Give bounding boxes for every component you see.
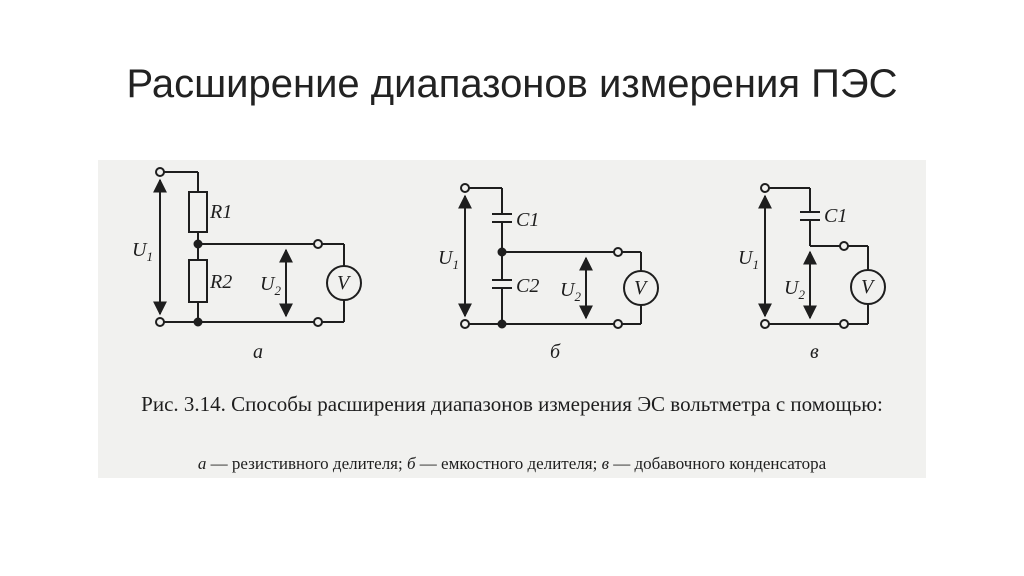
r1-label: R1 bbox=[209, 201, 232, 223]
caption-text-b: — емкостного делителя; bbox=[415, 454, 602, 473]
output-terminal-top bbox=[313, 239, 323, 249]
caption-letter-b: б bbox=[406, 454, 416, 473]
slide-title: Расширение диапазонов измерения ПЭС bbox=[126, 62, 898, 106]
c1-label: C1 bbox=[824, 205, 847, 227]
junction-dot bbox=[193, 317, 203, 327]
output-terminal-bottom bbox=[613, 319, 623, 329]
input-terminal-bottom bbox=[155, 317, 165, 327]
output-terminal-bottom bbox=[313, 317, 323, 327]
c1-label: C1 bbox=[516, 209, 539, 231]
u2-label: U2 bbox=[784, 277, 805, 302]
voltmeter-label: V bbox=[634, 277, 649, 299]
input-terminal-bottom bbox=[760, 319, 770, 329]
input-terminal-top bbox=[460, 183, 470, 193]
caption-letter-a: а bbox=[197, 454, 207, 473]
caption-text-c: — добавочного конденсатора bbox=[608, 454, 827, 473]
input-terminal-bottom bbox=[460, 319, 470, 329]
circuit-letter-a: а bbox=[253, 341, 263, 363]
input-terminal-top bbox=[760, 183, 770, 193]
u2-label: U2 bbox=[560, 279, 581, 304]
c2-label: C2 bbox=[516, 275, 539, 297]
circuit-letter-c: в bbox=[810, 341, 819, 363]
u1-label: U1 bbox=[738, 247, 759, 272]
circuit-c bbox=[758, 183, 886, 329]
input-terminal-top bbox=[155, 167, 165, 177]
figure-caption-line2: а — резистивного делителя; б — емкостног… bbox=[98, 454, 926, 474]
figure-scan: U1 R1 R2 U2 V а bbox=[98, 160, 926, 478]
output-terminal-top bbox=[613, 247, 623, 257]
resistor-r2 bbox=[188, 259, 208, 303]
u2-label: U2 bbox=[260, 273, 281, 298]
u1-label: U1 bbox=[132, 239, 153, 264]
r2-label: R2 bbox=[209, 271, 232, 293]
resistor-r1 bbox=[188, 191, 208, 233]
voltmeter-label: V bbox=[337, 272, 352, 294]
circuit-letter-b: б bbox=[550, 341, 561, 363]
voltmeter-label: V bbox=[861, 276, 876, 298]
circuit-diagrams: U1 R1 R2 U2 V а bbox=[132, 167, 886, 363]
circuit-a bbox=[153, 167, 362, 327]
u1-label: U1 bbox=[438, 247, 459, 272]
circuit-b bbox=[458, 183, 659, 329]
output-terminal-bottom bbox=[839, 319, 849, 329]
figure-caption-line1: Рис. 3.14. Способы расширения диапазонов… bbox=[141, 392, 883, 416]
caption-letter-c: в bbox=[601, 454, 609, 473]
caption-text-a: — резистивного делителя; bbox=[206, 454, 407, 473]
output-terminal-top bbox=[839, 241, 849, 251]
